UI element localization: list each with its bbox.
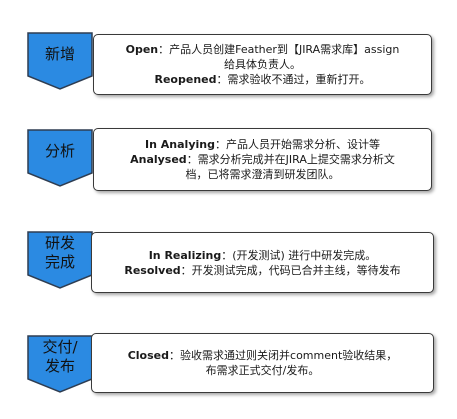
stage-badge-label: 研发 完成 — [44, 234, 75, 271]
separator: ： — [169, 349, 181, 362]
status-key: Reopened — [154, 73, 217, 86]
stage-badge-development: 研发 完成 — [27, 231, 93, 289]
separator: ： — [216, 73, 228, 86]
stage-note-development: In Realizing：(开发测试) 进行中研发完成。 Resolved：开发… — [91, 232, 434, 293]
status-key: Analysed — [130, 153, 187, 166]
badge-arrow-shape — [27, 32, 93, 90]
note-line: Resolved：开发测试完成，代码已合并主线，等待发布 — [124, 263, 400, 278]
stage-note-new: Open：产品人员创建Feather到【JIRA需求库】assign 给具体负责… — [93, 34, 432, 95]
status-key: Closed — [127, 349, 170, 362]
note-line: 布需求正式交付/发布。 — [206, 363, 320, 378]
status-text: (开发测试) 进行中研发完成。 — [232, 248, 377, 262]
stage-note-delivery: Closed：验收需求通过则关闭并comment验收结果， 布需求正式交付/发布… — [91, 333, 434, 393]
note-line: Analysed：需求分析完成并在JIRA上提交需求分析文 — [130, 152, 395, 167]
stage-badge-label: 交付/ 发布 — [42, 338, 78, 375]
status-text: 需求验收不通过，重新打开。 — [227, 73, 371, 86]
note-line: Reopened：需求验收不通过，重新打开。 — [155, 72, 371, 87]
stage-badge-delivery: 交付/ 发布 — [27, 335, 93, 393]
note-line: 给具体负责人。 — [224, 57, 301, 72]
separator: ： — [186, 153, 198, 166]
badge-arrow-shape — [27, 231, 93, 289]
separator: ： — [221, 248, 233, 262]
status-text: 需求分析完成并在JIRA上提交需求分析文 — [197, 153, 395, 166]
stage-badge-analysis: 分析 — [27, 129, 93, 187]
separator: ： — [158, 43, 170, 56]
stage-badge-new: 新增 — [27, 32, 93, 90]
note-line: Open：产品人员创建Feather到【JIRA需求库】assign — [126, 42, 400, 57]
stage-note-analysis: In Analying：产品人员开始需求分析、设计等 Analysed：需求分析… — [93, 128, 432, 191]
badge-arrow-shape — [27, 335, 93, 393]
status-key: Resolved — [124, 263, 181, 277]
stage-badge-label: 新增 — [44, 44, 75, 63]
status-text: 给具体负责人。 — [224, 58, 301, 71]
status-key: In Realizing — [148, 248, 222, 262]
note-line: In Realizing：(开发测试) 进行中研发完成。 — [149, 248, 377, 263]
status-text: 验收需求通过则关闭并comment验收结果， — [180, 349, 398, 362]
status-key: In Analying — [145, 138, 215, 151]
status-text: 开发测试完成，代码已合并主线，等待发布 — [191, 263, 401, 277]
badge-arrow-shape — [27, 129, 93, 187]
note-line: 档，已将需求澄清到研发团队。 — [186, 167, 340, 182]
separator: ： — [180, 263, 192, 277]
status-key: Open — [125, 43, 159, 56]
status-text: 档，已将需求澄清到研发团队。 — [185, 168, 340, 181]
separator: ： — [214, 138, 226, 151]
note-line: In Analying：产品人员开始需求分析、设计等 — [145, 137, 380, 152]
status-text: 产品人员创建Feather到【JIRA需求库】assign — [169, 43, 400, 56]
status-text: 布需求正式交付/发布。 — [205, 364, 320, 377]
stage-badge-label: 分析 — [44, 141, 75, 160]
status-text: 产品人员开始需求分析、设计等 — [225, 138, 380, 151]
note-line: Closed：验收需求通过则关闭并comment验收结果， — [128, 348, 398, 363]
